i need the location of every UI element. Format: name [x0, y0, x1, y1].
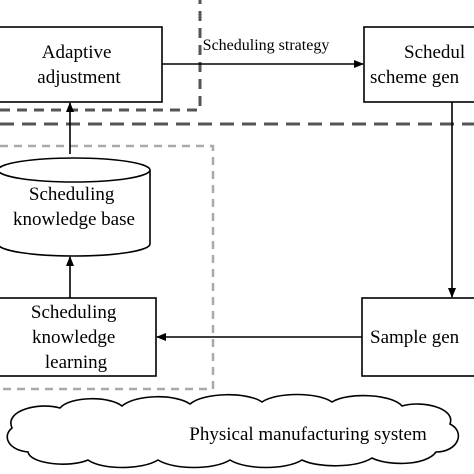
adaptive-adjustment-line-2: adjustment	[37, 67, 121, 88]
sample-generation-label: Sample gen	[370, 327, 460, 348]
knowledge-learning-line-3: learning	[45, 352, 108, 373]
knowledge-base-line-2: knowledge base	[13, 209, 135, 230]
physical-system-label: Physical manufacturing system	[189, 424, 427, 445]
scheme-generation-line-2: scheme gen	[370, 67, 460, 88]
sample-generation-box	[361, 297, 474, 377]
knowledge-base-label: Scheduling knowledge base	[13, 184, 135, 230]
top-dashed-region	[0, 0, 202, 112]
knowledge-dashed-region	[0, 144, 215, 391]
adaptive-adjustment-label: Adaptive adjustment	[37, 42, 121, 88]
knowledge-learning-line-2: knowledge	[32, 327, 115, 348]
scheme-generation-line-1: Schedul	[404, 42, 465, 63]
adaptive-adjustment-line-1: Adaptive	[42, 42, 112, 63]
knowledge-learning-label: Scheduling knowledge learning	[31, 302, 121, 373]
knowledge-learning-line-1: Scheduling	[31, 302, 117, 323]
knowledge-learning-box	[0, 297, 157, 377]
adaptive-adjustment-box	[0, 26, 163, 103]
scheduling-strategy-label: Scheduling strategy	[203, 37, 330, 54]
knowledge-base-cylinder	[0, 157, 151, 257]
knowledge-base-line-1: Scheduling	[29, 184, 115, 205]
physical-system-cloud	[6, 393, 460, 469]
scheme-generation-label: Schedul scheme gen	[370, 42, 470, 88]
scheme-generation-box	[363, 26, 474, 103]
